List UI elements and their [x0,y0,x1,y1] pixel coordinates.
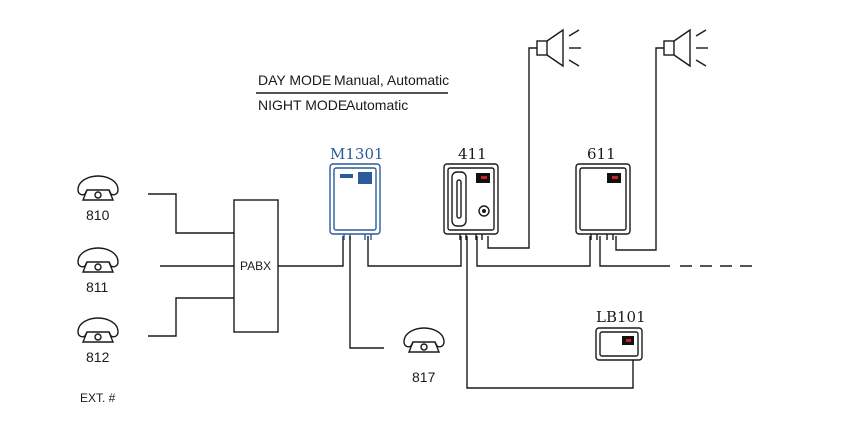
status-led-icon [481,176,487,179]
controller-label: M1301 [330,145,384,163]
controller-display-icon [358,172,372,184]
station-411-unit [443,163,499,240]
controller-to-817-wire [349,236,384,349]
411-to-lb101-wire [466,236,634,389]
ext-812-label: 812 [86,349,110,365]
station-611-unit [575,163,631,240]
lb101-unit [595,327,643,361]
ext-817-label: 817 [412,369,436,385]
telephone-icon [403,327,445,353]
speaker-icon [536,28,581,68]
night-mode-value: Automatic [346,97,408,113]
controller-to-411-wire [367,236,462,267]
411-to-speaker-wire [487,47,537,249]
controller-keypad-icon [340,174,353,178]
speaker-icon [663,28,708,68]
station-411-label: 411 [458,145,487,163]
day-mode-label: DAY MODE [258,72,331,88]
611-to-speaker-wire [615,47,664,251]
411-to-611-wire [476,236,591,267]
pabx-to-controller-wire [278,236,344,267]
telephone-icon [77,317,119,343]
lb101-label: LB101 [596,308,646,326]
ext-legend-label: EXT. # [80,391,116,405]
night-mode-label: NIGHT MODE [258,97,347,113]
ext-811-label: 811 [86,279,109,295]
status-led-icon [612,176,618,179]
mode-legend: DAY MODE Manual, Automatic NIGHT MODE Au… [256,72,449,113]
ext-810-label: 810 [86,207,110,223]
611-continuation-wire [599,236,670,267]
status-led-icon [626,339,631,342]
handset-icon [451,171,467,227]
telephone-icon [77,175,119,201]
telephone-icon [77,247,119,273]
phone-wires [148,193,234,337]
day-mode-value: Manual, Automatic [334,72,449,88]
volume-knob-icon [478,205,490,217]
controller-unit [329,163,381,240]
pabx-label: PABX [240,259,271,273]
station-611-label: 611 [587,145,616,163]
